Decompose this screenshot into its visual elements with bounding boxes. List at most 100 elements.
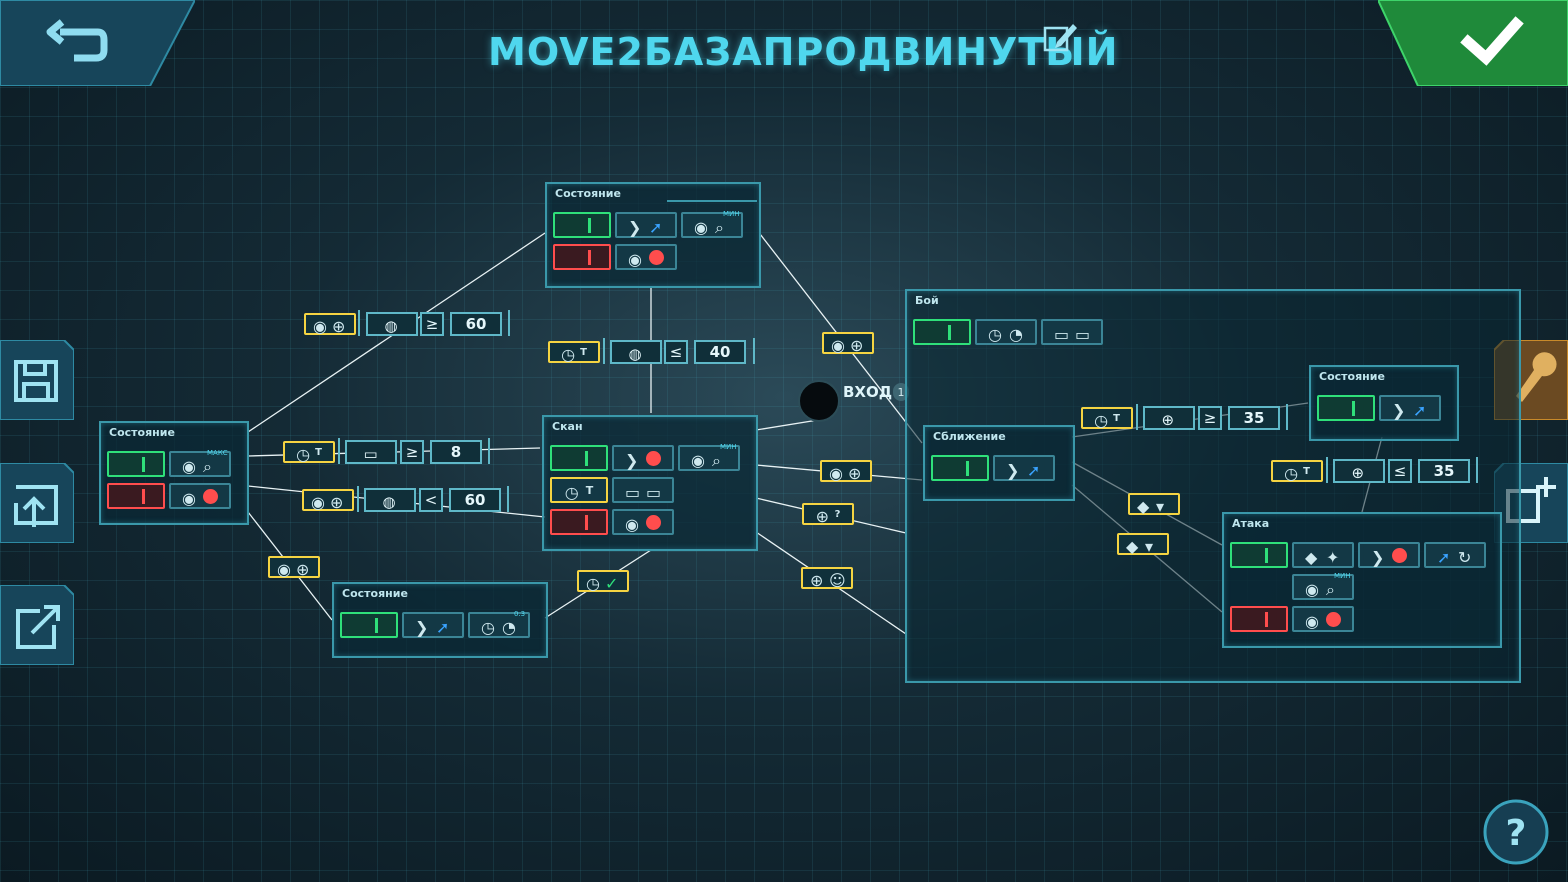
condition-target[interactable]: ⊕ — [1333, 459, 1385, 483]
target-tile[interactable]: ➚↻ — [1424, 542, 1486, 568]
move-stop-tile[interactable]: ❯ — [1358, 542, 1420, 568]
approach-panel[interactable]: Сближение ❯➚ — [923, 425, 1075, 501]
panel-title: Атака — [1232, 517, 1270, 530]
condition-battery[interactable]: ▭ — [345, 440, 397, 464]
radar-icon: ◉ — [277, 559, 291, 579]
state-right-panel[interactable]: Состояние ❯➚ — [1309, 365, 1459, 441]
move-action-tile[interactable]: ❯➚ — [993, 455, 1055, 481]
move-action-tile[interactable]: ❯➚ — [615, 212, 677, 238]
stop-radar-tile[interactable]: ◉ — [1292, 606, 1354, 632]
exit-action-tile[interactable] — [553, 244, 611, 270]
condition-timer[interactable]: ◷T — [283, 441, 335, 464]
condition-timer[interactable]: ◷T — [1271, 460, 1323, 483]
condition-operator[interactable]: ≤ — [664, 340, 688, 364]
enter-icon — [1250, 547, 1268, 563]
condition-target[interactable]: ⊕ — [1143, 406, 1195, 430]
condition-value[interactable]: 35 — [1228, 406, 1280, 430]
stop-radar-tile[interactable]: ◉ — [169, 483, 231, 509]
condition-weapon-empty[interactable]: ◆▾ — [1117, 533, 1169, 556]
condition-operator[interactable]: ≤ — [1388, 459, 1412, 483]
enter-action-tile[interactable] — [550, 445, 608, 471]
condition-sensor[interactable]: ◍ — [364, 488, 416, 512]
help-button[interactable]: ? — [1482, 798, 1550, 866]
scan-action-tile[interactable]: ◉⌕ — [169, 451, 231, 477]
enter-icon — [570, 450, 588, 466]
enter-action-tile[interactable] — [1317, 395, 1375, 421]
enter-action-tile[interactable] — [913, 319, 971, 345]
max-tag: МАКС — [207, 449, 228, 457]
entry-node[interactable] — [798, 380, 840, 422]
condition-timer[interactable]: ◷T — [548, 341, 600, 364]
enter-action-tile[interactable] — [340, 612, 398, 638]
condition-target-lost[interactable]: ⊕☺ — [801, 567, 853, 590]
battery-tile[interactable]: ▭▭ — [612, 477, 674, 503]
condition-sensor[interactable]: ◍ — [366, 312, 418, 336]
chevron-right-icon: ❯ — [415, 617, 429, 637]
enter-action-tile[interactable] — [931, 455, 989, 481]
sensor-icon: ◍ — [628, 344, 642, 363]
enter-action-tile[interactable] — [1230, 542, 1288, 568]
move-stop-tile[interactable]: ❯ — [612, 445, 674, 471]
state-left-panel[interactable]: Состояние ◉⌕ МАКС ◉ — [99, 421, 249, 525]
condition-radar-target[interactable]: ◉⊕ — [268, 556, 320, 579]
exit-action-tile[interactable] — [1230, 606, 1288, 632]
condition-operator[interactable]: < — [419, 488, 443, 512]
back-button[interactable] — [0, 0, 197, 87]
scan-action-tile[interactable]: ◉⌕ — [1292, 574, 1354, 600]
clock-icon: ◷ — [481, 617, 495, 637]
weapon-tile[interactable]: ◆✦ — [1292, 542, 1354, 568]
move-action-tile[interactable]: ❯➚ — [402, 612, 464, 638]
enter-action-tile[interactable] — [553, 212, 611, 238]
edit-pencil-icon[interactable] — [1043, 20, 1077, 54]
condition-operator[interactable]: ≥ — [420, 312, 444, 336]
condition-value[interactable]: 8 — [430, 440, 482, 464]
condition-sensor[interactable]: ◍ — [610, 340, 662, 364]
battery-tile[interactable]: ▭▭ — [1041, 319, 1103, 345]
condition-weapon-ready[interactable]: ◆▾ — [1128, 493, 1180, 516]
exit-action-tile[interactable] — [550, 509, 608, 535]
condition-bracket — [338, 438, 490, 464]
stop-radar-tile[interactable]: ◉ — [615, 244, 677, 270]
enter-icon — [127, 456, 145, 472]
attack-panel[interactable]: Атака ◆✦ ❯ ➚↻ ◉⌕ МИН ◉ — [1222, 512, 1502, 648]
condition-value[interactable]: 60 — [449, 488, 501, 512]
crosshair-icon: ⊕ — [815, 506, 829, 526]
scan-action-tile[interactable]: ◉⌕ — [681, 212, 743, 238]
condition-value[interactable]: 40 — [694, 340, 746, 364]
chevron-right-icon: ❯ — [628, 217, 642, 237]
wait-tile[interactable]: ◷◔ — [468, 612, 530, 638]
condition-radar-target[interactable]: ◉⊕ — [820, 460, 872, 483]
confirm-button[interactable] — [1376, 0, 1568, 87]
condition-value[interactable]: 35 — [1418, 459, 1470, 483]
radar-icon: ◉ — [313, 316, 327, 336]
move-action-tile[interactable]: ❯➚ — [1379, 395, 1441, 421]
exit-action-tile[interactable] — [107, 483, 165, 509]
upload-button[interactable] — [0, 462, 75, 544]
stop-radar-tile[interactable]: ◉ — [612, 509, 674, 535]
condition-value[interactable]: 60 — [450, 312, 502, 336]
timer-tag: T — [585, 483, 594, 497]
state-top-panel[interactable]: Состояние ❯➚ ◉⌕ МИН ◉ — [545, 182, 761, 288]
scan-action-tile[interactable]: ◉⌕ — [678, 445, 740, 471]
condition-target-unknown[interactable]: ⊕? — [802, 503, 854, 526]
condition-operator[interactable]: ≥ — [400, 440, 424, 464]
save-button[interactable] — [0, 339, 75, 421]
condition-operator[interactable]: ≥ — [1198, 406, 1222, 430]
chevron-right-icon: ❯ — [625, 450, 639, 470]
share-button[interactable] — [0, 584, 75, 666]
condition-radar-target[interactable]: ◉⊕ — [822, 332, 874, 355]
enter-action-tile[interactable] — [107, 451, 165, 477]
condition-bracket — [357, 486, 509, 512]
condition-radar-target[interactable]: ◉⊕ — [302, 489, 354, 512]
condition-radar-target[interactable]: ◉⊕ — [304, 313, 356, 336]
duration-tag: 0.3 — [514, 610, 526, 618]
timer-tile[interactable]: ◷T — [550, 477, 608, 503]
condition-timer[interactable]: ◷T — [1081, 407, 1133, 430]
scan-panel[interactable]: Скан ❯ ◉⌕ МИН ◷T ▭▭ ◉ — [542, 415, 758, 551]
condition-bracket — [358, 310, 510, 336]
crosshair-icon: ⊕ — [848, 463, 862, 483]
timer-tag: T — [1303, 465, 1310, 477]
timer-tile[interactable]: ◷◔ — [975, 319, 1037, 345]
condition-timer-done[interactable]: ◷✓ — [577, 570, 629, 593]
state-bottom-panel[interactable]: Состояние ❯➚ ◷◔ 0.3 — [332, 582, 548, 658]
